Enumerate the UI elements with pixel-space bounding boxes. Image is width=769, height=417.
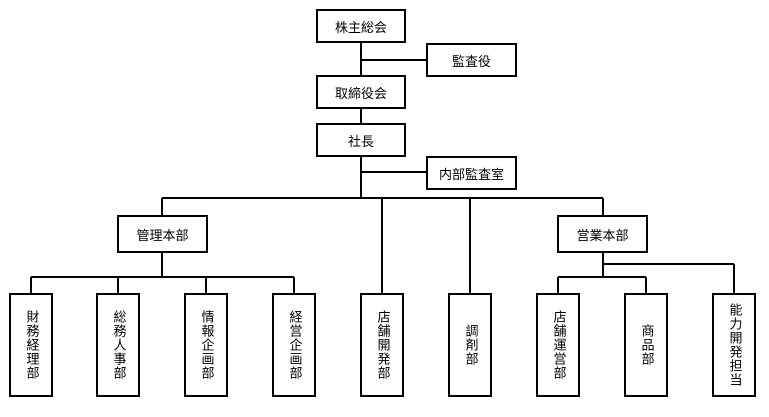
auditor-box: 監査役: [426, 43, 517, 77]
store-ops-dept-box: 店舗運営部: [536, 293, 580, 397]
shareholders-meeting-box: 株主総会: [316, 9, 406, 43]
dispensing-dept-label: 調剤部: [462, 324, 478, 366]
sales-hq-label: 営業本部: [576, 228, 629, 244]
finance-dept-box: 財務経理部: [9, 293, 53, 397]
board-box: 取締役会: [316, 75, 406, 109]
sales-hq-box: 営業本部: [557, 215, 648, 253]
president-label: 社長: [347, 134, 374, 150]
capability-dev-label: 能力開発担当: [726, 303, 742, 387]
internal-audit-label: 内部監査室: [438, 167, 504, 183]
mgmt-planning-dept-label: 経営企画部: [286, 310, 302, 380]
president-box: 社長: [316, 123, 406, 157]
store-dev-dept-box: 店舗開発部: [360, 293, 404, 397]
info-planning-dept-label: 情報企画部: [198, 310, 214, 380]
general-affairs-dept-label: 総務人事部: [110, 310, 126, 380]
merchandise-dept-label: 商品部: [638, 324, 654, 366]
admin-hq-box: 管理本部: [117, 215, 208, 253]
general-affairs-dept-box: 総務人事部: [96, 293, 140, 397]
finance-dept-label: 財務経理部: [23, 310, 39, 380]
admin-hq-label: 管理本部: [136, 228, 189, 244]
capability-dev-box: 能力開発担当: [712, 293, 756, 397]
merchandise-dept-box: 商品部: [624, 293, 668, 397]
board-label: 取締役会: [334, 86, 387, 102]
store-ops-dept-label: 店舗運営部: [550, 310, 566, 380]
dispensing-dept-box: 調剤部: [448, 293, 492, 397]
auditor-label: 監査役: [451, 54, 491, 70]
store-dev-dept-label: 店舗開発部: [374, 310, 390, 380]
shareholders-meeting-label: 株主総会: [334, 20, 387, 36]
mgmt-planning-dept-box: 経営企画部: [272, 293, 316, 397]
info-planning-dept-box: 情報企画部: [184, 293, 228, 397]
internal-audit-box: 内部監査室: [426, 156, 517, 190]
